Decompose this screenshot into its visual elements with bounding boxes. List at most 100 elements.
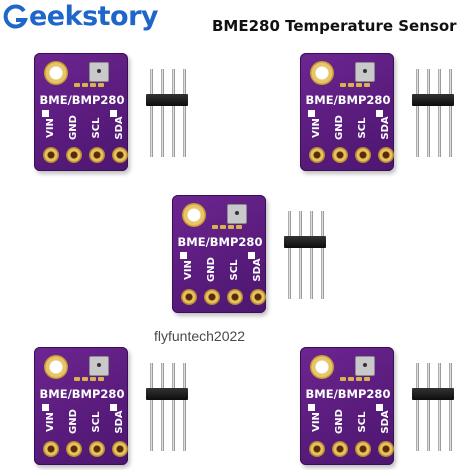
pin-pad (332, 441, 348, 457)
header-pin (161, 69, 164, 157)
model-label: BME/BMP280 (177, 235, 263, 249)
model-label: BME/BMP280 (39, 93, 125, 107)
mounting-hole (310, 355, 334, 379)
brand-name: eekstory (29, 1, 159, 32)
pin-pad (112, 147, 128, 163)
brand-logo: eekstory (2, 0, 159, 34)
pin-label-vin: VIN (45, 118, 56, 138)
header-plastic-bar (412, 94, 454, 106)
header-pin (172, 363, 175, 451)
header-plastic-bar (412, 388, 454, 400)
pin-label-scl: SCL (357, 411, 368, 433)
smd-component (340, 377, 346, 381)
pin-pad (112, 441, 128, 457)
watermark: flyfuntech2022 (154, 328, 246, 344)
pin-header (146, 69, 188, 157)
header-pin (183, 69, 186, 157)
pin-pad (378, 147, 394, 163)
pin-label-sda: SDA (380, 116, 391, 140)
smd-component (348, 377, 354, 381)
pin-pad (332, 147, 348, 163)
g-logo-icon (2, 4, 28, 30)
silkscreen-square (308, 404, 315, 411)
pin-pad (309, 441, 325, 457)
pin-pad (43, 441, 59, 457)
pin-header (412, 363, 454, 451)
header-plastic-bar (146, 388, 188, 400)
smd-component (356, 83, 362, 87)
model-label: BME/BMP280 (305, 387, 391, 401)
smd-component (340, 83, 346, 87)
smd-component (220, 225, 226, 229)
pin-pad (66, 147, 82, 163)
sensor-chip (89, 356, 109, 376)
pin-pad (89, 441, 105, 457)
header-plastic-bar (284, 236, 326, 248)
pin-label-gnd: GND (334, 115, 345, 140)
pin-label-vin: VIN (45, 412, 56, 432)
smd-component (348, 83, 354, 87)
pin-label-gnd: GND (68, 409, 79, 434)
sensor-chip (355, 356, 375, 376)
pin-header (284, 211, 326, 299)
pin-header (412, 69, 454, 157)
page-title: BME280 Temperature Sensor (212, 17, 457, 35)
mounting-hole (310, 61, 334, 85)
pin-pad (43, 147, 59, 163)
header-pin (416, 363, 419, 451)
pin-label-sda: SDA (114, 116, 125, 140)
pin-pad (250, 289, 266, 305)
header-pin (161, 363, 164, 451)
header-pin (449, 69, 452, 157)
mounting-hole (44, 61, 68, 85)
pin-pad (227, 289, 243, 305)
pin-label-scl: SCL (91, 117, 102, 139)
header-pin (427, 69, 430, 157)
pin-label-sda: SDA (114, 410, 125, 434)
smd-component (74, 83, 80, 87)
pin-label-scl: SCL (357, 117, 368, 139)
smd-component (98, 377, 104, 381)
smd-component (236, 225, 242, 229)
pin-label-vin: VIN (183, 260, 194, 280)
pin-pad (309, 147, 325, 163)
smd-component (82, 377, 88, 381)
header-pin (183, 363, 186, 451)
header-pin (299, 211, 302, 299)
pin-label-sda: SDA (380, 410, 391, 434)
header-pin (310, 211, 313, 299)
pin-label-vin: VIN (311, 118, 322, 138)
pin-label-scl: SCL (229, 259, 240, 281)
pin-pad (66, 441, 82, 457)
silkscreen-square (42, 110, 49, 117)
header-pin (321, 211, 324, 299)
smd-component (228, 225, 234, 229)
header-pin (150, 69, 153, 157)
silkscreen-square (110, 404, 117, 411)
silkscreen-square (248, 252, 255, 259)
header-pin (172, 69, 175, 157)
pin-label-gnd: GND (68, 115, 79, 140)
header-pin (449, 363, 452, 451)
header-pin (438, 69, 441, 157)
pin-pad (378, 441, 394, 457)
pin-header (146, 363, 188, 451)
pin-label-gnd: GND (206, 257, 217, 282)
header-pin (438, 363, 441, 451)
model-label: BME/BMP280 (305, 93, 391, 107)
pin-label-vin: VIN (311, 412, 322, 432)
silkscreen-square (376, 110, 383, 117)
smd-component (98, 83, 104, 87)
pin-pad (204, 289, 220, 305)
pin-pad (181, 289, 197, 305)
model-label: BME/BMP280 (39, 387, 125, 401)
